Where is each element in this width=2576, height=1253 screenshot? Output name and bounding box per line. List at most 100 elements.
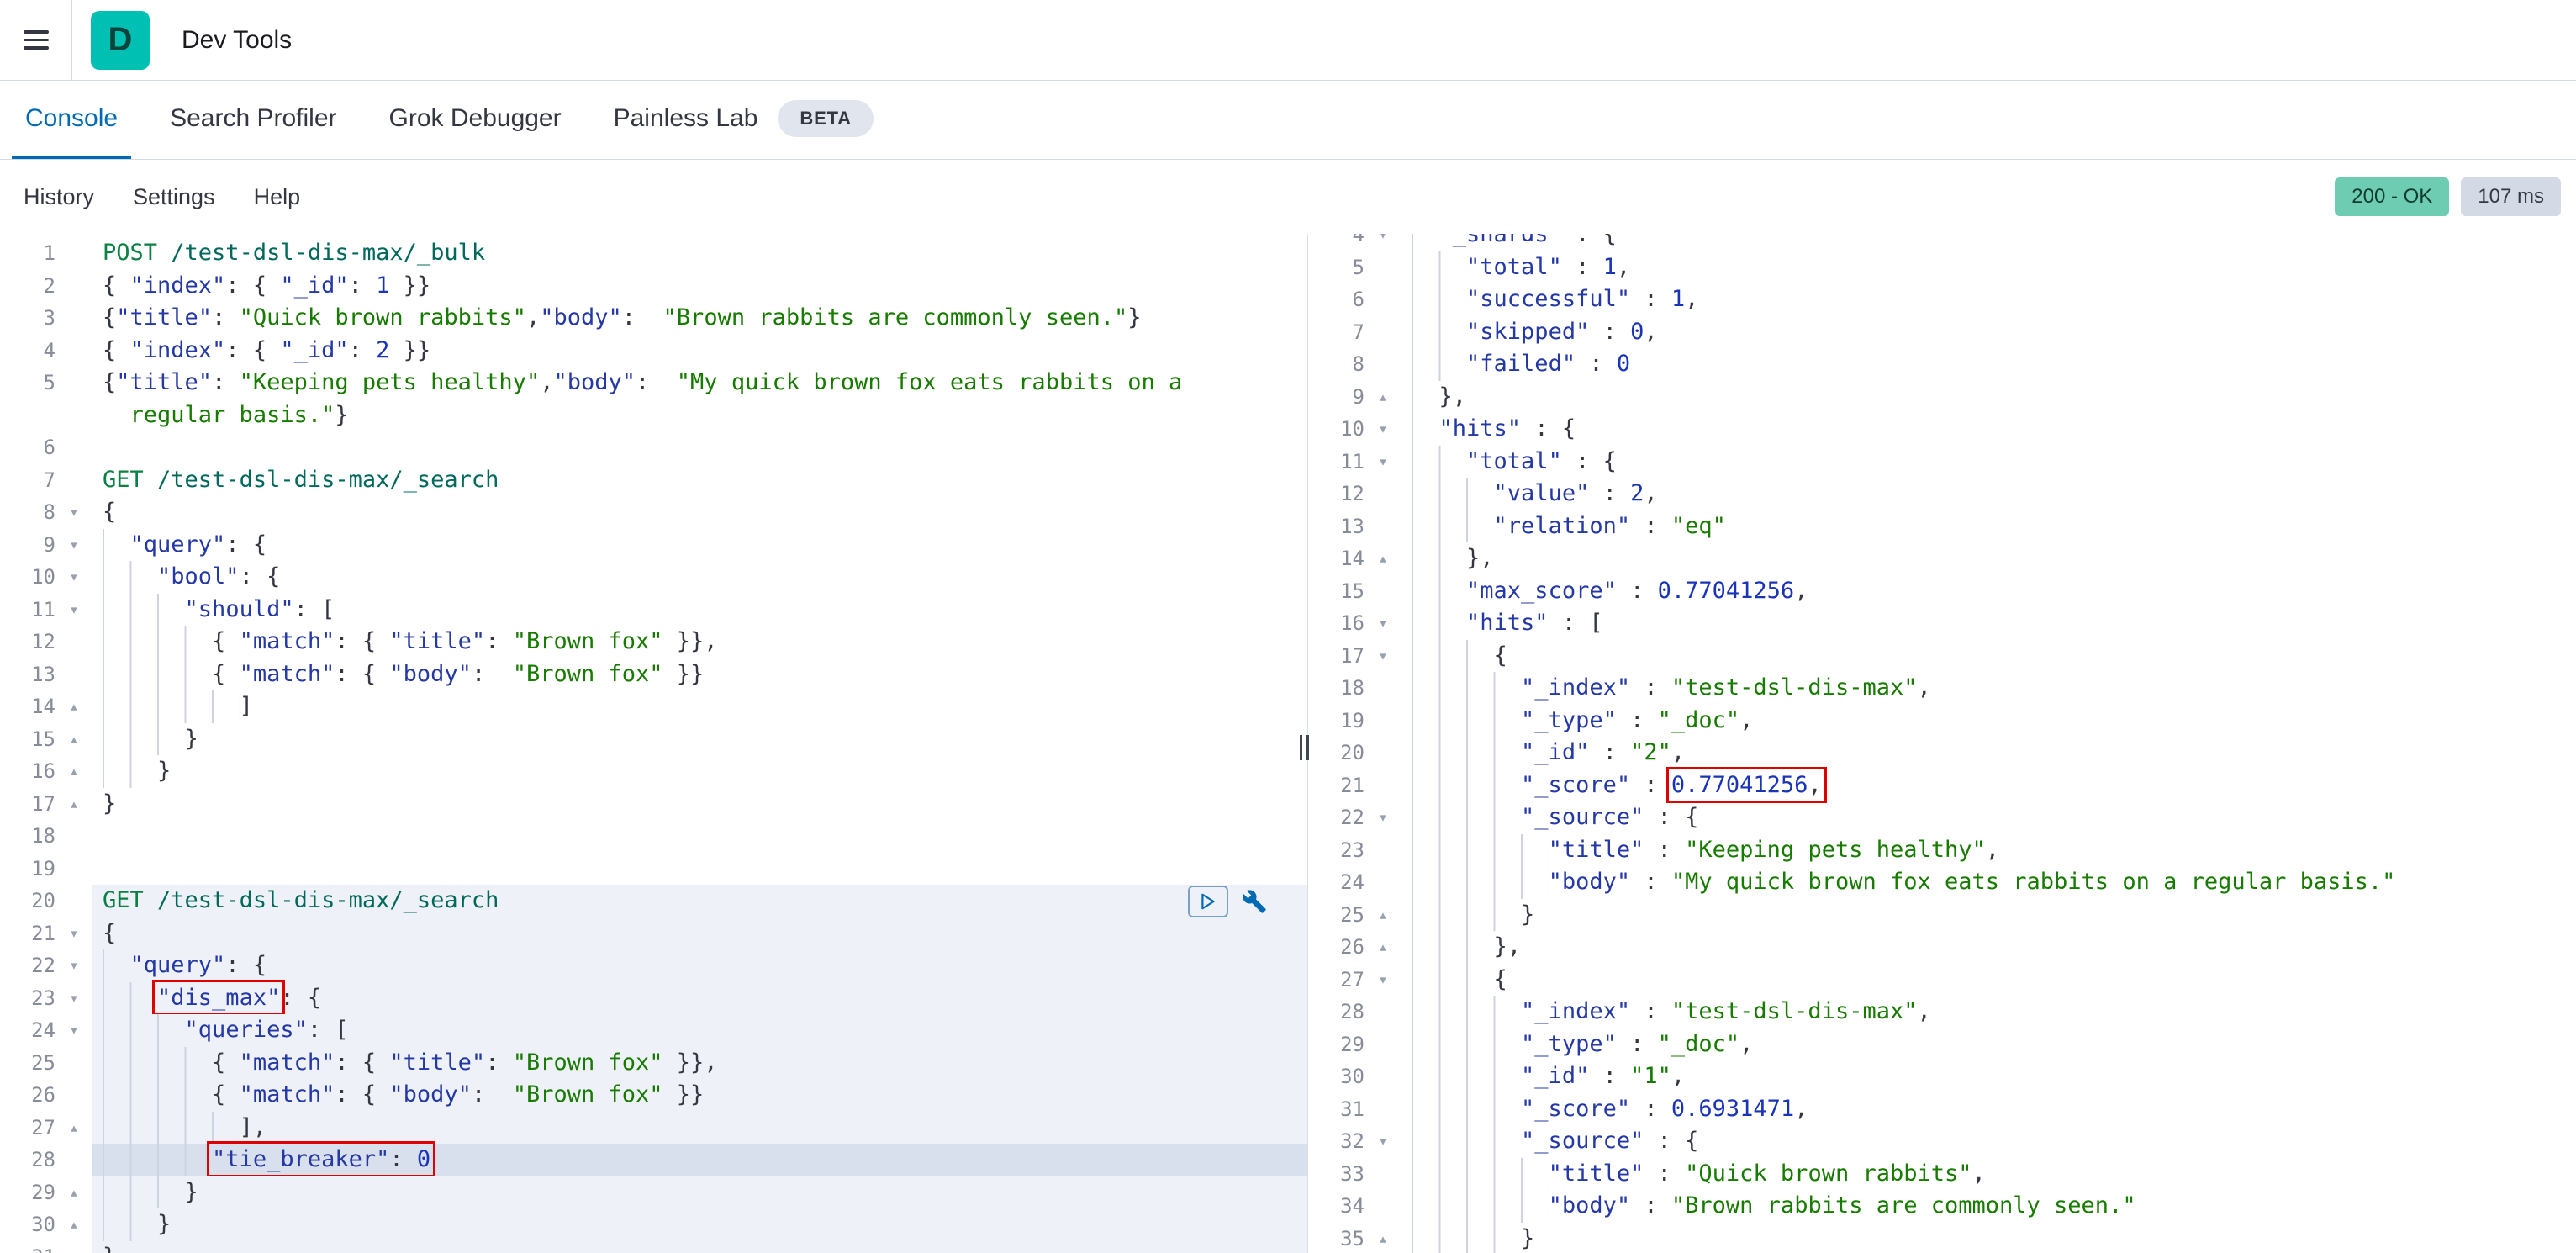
code-line[interactable]: 33 "title" : "Quick brown rabbits", (1309, 1157, 2576, 1190)
code-line[interactable]: 8▾{ (0, 496, 1307, 529)
fold-toggle-icon[interactable]: ▾ (69, 568, 79, 586)
code-line[interactable]: 18 "_index" : "test-dsl-dis-max", (1309, 672, 2576, 705)
code-line[interactable]: 26 { "match": { "body": "Brown fox" }} (0, 1079, 1307, 1112)
code-line[interactable]: 2{ "index": { "_id": 1 }} (0, 269, 1307, 302)
code-line[interactable]: 19 "_type" : "_doc", (1309, 704, 2576, 737)
code-line[interactable]: 17▾ { (1309, 639, 2576, 672)
fold-toggle-icon[interactable]: ▴ (69, 1118, 79, 1137)
code-line[interactable]: 23 "title" : "Keeping pets healthy", (1309, 833, 2576, 866)
fold-toggle-icon[interactable]: ▴ (1378, 1229, 1388, 1248)
fold-toggle-icon[interactable]: ▾ (69, 988, 79, 1007)
code-line[interactable]: 10▾ "hits" : { (1309, 413, 2576, 446)
menu-toggle-button[interactable] (0, 0, 72, 80)
fold-toggle-icon[interactable]: ▴ (1378, 387, 1388, 406)
code-line[interactable]: 13 "relation" : "eq" (1309, 510, 2576, 542)
fold-toggle-icon[interactable]: ▾ (1378, 614, 1388, 632)
code-line[interactable]: 27▴ ], (0, 1111, 1307, 1144)
code-line[interactable]: 11▾ "total" : { (1309, 445, 2576, 478)
code-line[interactable]: 29▴ } (0, 1176, 1307, 1208)
code-line[interactable]: 24▾ "queries": [ (0, 1014, 1307, 1047)
code-line[interactable]: regular basis."} (0, 399, 1307, 431)
fold-toggle-icon[interactable]: ▴ (69, 697, 79, 716)
code-line[interactable]: 26▴ }, (1309, 931, 2576, 964)
fold-toggle-icon[interactable]: ▾ (69, 503, 79, 521)
code-line[interactable]: 11▾ "should": [ (0, 593, 1307, 626)
tab-grok-debugger[interactable]: Grok Debugger (376, 81, 575, 159)
fold-toggle-icon[interactable]: ▾ (1378, 808, 1388, 827)
menu-item-history[interactable]: History (24, 183, 95, 209)
code-line[interactable]: 14▴ }, (1309, 542, 2576, 575)
code-line[interactable]: 10▾ "bool": { (0, 561, 1307, 594)
code-line[interactable]: 18 (0, 820, 1307, 853)
code-line[interactable]: 19 (0, 853, 1307, 886)
fold-toggle-icon[interactable]: ▾ (1378, 234, 1388, 244)
code-line[interactable]: 15▴ } (0, 722, 1307, 755)
fold-toggle-icon[interactable]: ▴ (69, 729, 79, 748)
code-line[interactable]: 21▾{ (0, 917, 1307, 949)
code-line[interactable]: 14▴ ] (0, 690, 1307, 723)
code-line[interactable]: 21 "_score" : 0.77041256, (1309, 766, 2576, 803)
fold-toggle-icon[interactable]: ▴ (69, 1182, 79, 1202)
code-line[interactable]: 9▴ }, (1309, 380, 2576, 413)
fold-toggle-icon[interactable]: ▾ (69, 923, 79, 943)
response-viewer[interactable]: 4▾ "_shards" : {5 "total" : 1,6 "success… (1309, 234, 2576, 1253)
fold-toggle-icon[interactable]: ▴ (1378, 938, 1388, 956)
code-line[interactable]: 24 "body" : "My quick brown fox eats rab… (1309, 866, 2576, 899)
code-line[interactable]: 25 { "match": { "title": "Brown fox" }}, (0, 1046, 1307, 1079)
fold-toggle-icon[interactable]: ▴ (69, 1215, 79, 1234)
code-line[interactable]: 4▾ "_shards" : { (1309, 234, 2576, 251)
request-options-button[interactable] (1242, 889, 1267, 914)
code-line[interactable]: 9▾ "query": { (0, 528, 1307, 561)
code-line[interactable]: 16▾ "hits" : [ (1309, 607, 2576, 640)
code-line[interactable]: 28 "tie_breaker": 0 (0, 1141, 1307, 1177)
fold-toggle-icon[interactable]: ▴ (1378, 905, 1388, 924)
tab-console[interactable]: Console (12, 81, 132, 159)
fold-toggle-icon[interactable]: ▾ (1378, 1132, 1388, 1150)
code-line[interactable]: 22▾ "query": { (0, 949, 1307, 982)
fold-toggle-icon[interactable]: ▴ (1378, 549, 1388, 568)
fold-toggle-icon[interactable]: ▾ (1378, 646, 1388, 665)
code-line[interactable]: 31▴} (0, 1240, 1307, 1253)
code-line[interactable]: 5{"title": "Keeping pets healthy","body"… (0, 367, 1307, 399)
code-line[interactable]: 22▾ "_source" : { (1309, 801, 2576, 834)
fold-toggle-icon[interactable]: ▾ (1378, 420, 1388, 438)
code-line[interactable]: 31 "_score" : 0.6931471, (1309, 1092, 2576, 1125)
tab-painless-lab[interactable]: Painless Lab BETA (600, 81, 887, 159)
code-line[interactable]: 3{"title": "Quick brown rabbits","body":… (0, 302, 1307, 335)
code-line[interactable]: 30 "_id" : "1", (1309, 1060, 2576, 1093)
code-line[interactable]: 16▴ } (0, 755, 1307, 788)
send-request-button[interactable] (1188, 886, 1228, 917)
code-line[interactable]: 13 { "match": { "body": "Brown fox" }} (0, 658, 1307, 690)
code-line[interactable]: 28 "_index" : "test-dsl-dis-max", (1309, 996, 2576, 1028)
fold-toggle-icon[interactable]: ▾ (69, 535, 79, 554)
fold-toggle-icon[interactable]: ▾ (1378, 970, 1388, 989)
code-line[interactable]: 35▴ } (1309, 1222, 2576, 1253)
fold-toggle-icon[interactable]: ▴ (69, 762, 79, 780)
code-line[interactable]: 34 "body" : "Brown rabbits are commonly … (1309, 1190, 2576, 1223)
pane-resize-handle[interactable] (1300, 735, 1309, 760)
menu-item-settings[interactable]: Settings (133, 183, 215, 209)
tab-search-profiler[interactable]: Search Profiler (156, 81, 350, 159)
fold-toggle-icon[interactable]: ▾ (69, 956, 79, 975)
code-line[interactable]: 30▴ } (0, 1208, 1307, 1241)
code-line[interactable]: 12 "value" : 2, (1309, 478, 2576, 510)
code-line[interactable]: 20 "_id" : "2", (1309, 737, 2576, 769)
code-line[interactable]: 8 "failed" : 0 (1309, 348, 2576, 381)
code-line[interactable]: 17▴} (0, 787, 1307, 820)
menu-item-help[interactable]: Help (253, 183, 301, 209)
fold-toggle-icon[interactable]: ▴ (69, 794, 79, 813)
code-line[interactable]: 25▴ } (1309, 898, 2576, 931)
space-avatar[interactable]: D (91, 10, 150, 70)
code-line[interactable]: 6 "successful" : 1, (1309, 283, 2576, 316)
code-line[interactable]: 12 { "match": { "title": "Brown fox" }}, (0, 626, 1307, 658)
fold-toggle-icon[interactable]: ▾ (1378, 452, 1388, 471)
code-line[interactable]: 7 "skipped" : 0, (1309, 315, 2576, 348)
fold-toggle-icon[interactable]: ▾ (69, 1021, 79, 1039)
fold-toggle-icon[interactable]: ▾ (69, 600, 79, 619)
code-line[interactable]: 15 "max_score" : 0.77041256, (1309, 574, 2576, 607)
code-line[interactable]: 6 (0, 431, 1307, 464)
